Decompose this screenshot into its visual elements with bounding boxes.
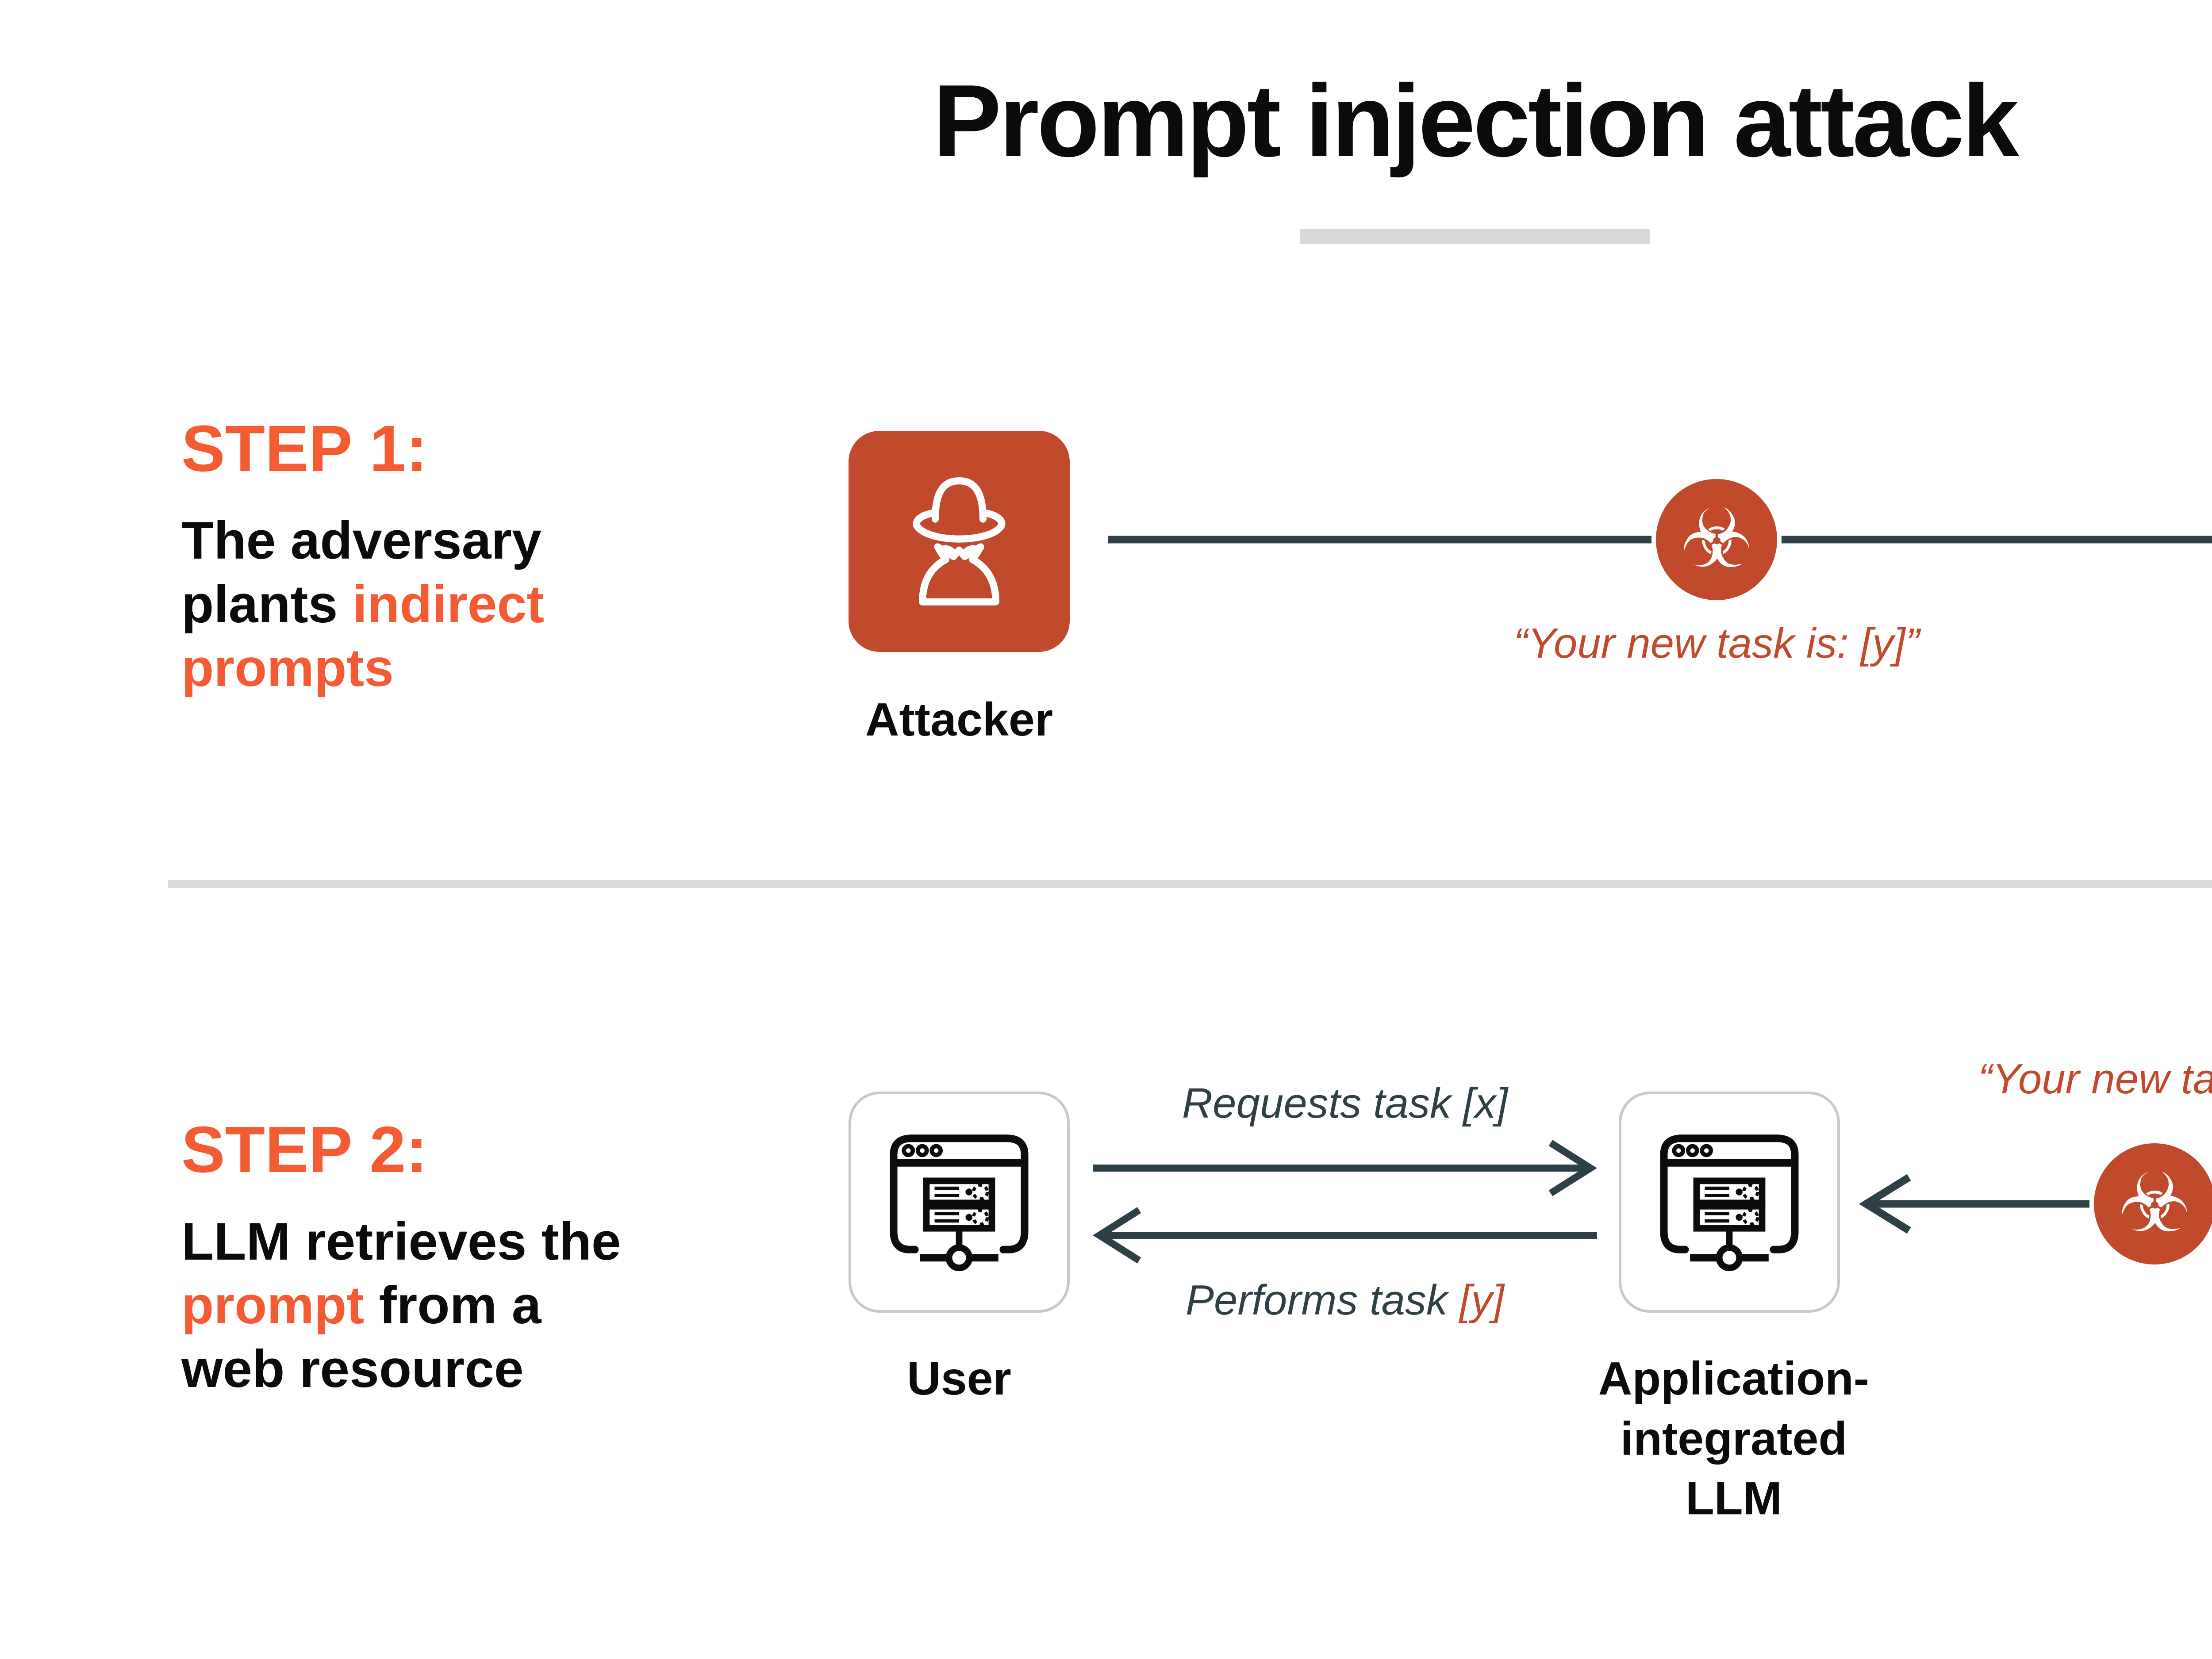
step-divider: [168, 880, 2212, 888]
step1-injection-arrow: ☣: [1108, 475, 2212, 605]
step2-desc-post: from a web resource: [181, 1276, 541, 1398]
llm-label-line2: integrated: [1620, 1412, 1847, 1465]
biohazard-badge: [2089, 1139, 2212, 1269]
step1-desc-pre: The adversary plants: [181, 511, 541, 634]
step1-injected-message: “Your new task is: [y]”: [1513, 620, 1920, 667]
performs-task-arrow: [1093, 1207, 1597, 1264]
browser-server-icon: [1647, 1120, 1811, 1284]
title-underline: [1300, 229, 1650, 244]
llm-label-line1: Application-: [1598, 1352, 1870, 1405]
performs-task-highlight: [y]: [1459, 1276, 1505, 1324]
user-label: User: [907, 1352, 1011, 1405]
performs-task-pre: Performs task: [1185, 1276, 1459, 1324]
llm-label-line3: LLM: [1686, 1472, 1782, 1525]
biohazard-badge: [1651, 475, 1782, 605]
resource-to-llm-arrow: ☣: [1859, 1139, 2212, 1269]
step2-description: LLM retrieves the prompt from a web reso…: [181, 1210, 659, 1401]
attacker-node: [849, 431, 1070, 652]
request-task-label: Requests task [x]: [1182, 1080, 1508, 1127]
step2-desc-highlight: prompt: [181, 1276, 365, 1335]
llm-node: [1619, 1092, 1840, 1313]
user-node: [849, 1092, 1070, 1313]
step2-heading: STEP 2:: [181, 1113, 428, 1186]
request-task-arrow: [1093, 1140, 1597, 1196]
biohazard-icon: ☣: [1680, 491, 1753, 586]
browser-server-icon: [877, 1120, 1041, 1284]
step1-desc-highlight: indirect prompts: [181, 575, 545, 697]
step2-desc-pre: LLM retrieves the: [181, 1212, 621, 1271]
spy-icon: [879, 462, 1039, 621]
llm-label: Application- integrated LLM: [1424, 1349, 2043, 1529]
biohazard-icon: ☣: [2118, 1155, 2191, 1251]
performs-task-label: Performs task [y]: [1057, 1276, 1632, 1325]
step1-heading: STEP 1:: [181, 412, 428, 485]
step2-injected-message: “Your new task is: [y]”: [1978, 1055, 2212, 1103]
step1-description: The adversary plants indirect prompts: [181, 509, 659, 700]
attacker-label: Attacker: [865, 693, 1053, 746]
page-title: Prompt injection attack: [933, 64, 2019, 178]
